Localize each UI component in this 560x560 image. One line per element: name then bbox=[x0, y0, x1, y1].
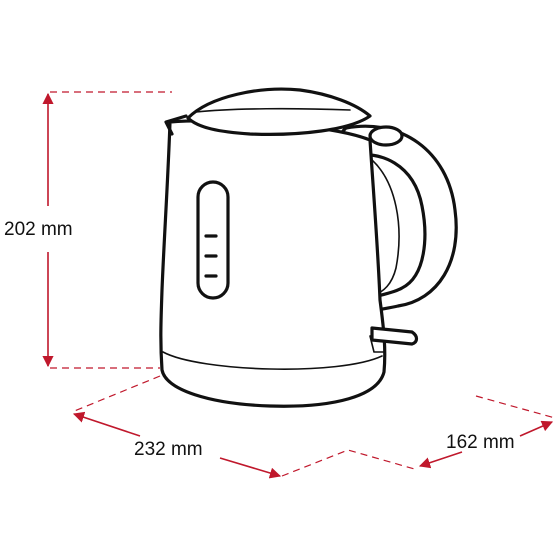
footprint-front-edge bbox=[281, 449, 419, 477]
footprint-outline bbox=[71, 375, 161, 413]
width-label: 232 mm bbox=[134, 439, 203, 460]
lid-release-button bbox=[368, 125, 404, 147]
kettle-lid-top bbox=[195, 107, 351, 113]
kettle-handle-inner-edge bbox=[371, 159, 400, 297]
water-level-window bbox=[196, 180, 230, 300]
depth-arrow-right bbox=[519, 420, 554, 437]
power-switch bbox=[370, 326, 419, 346]
depth-dimension: 162 mm bbox=[418, 420, 554, 469]
height-dimension: 202 mm bbox=[4, 92, 73, 368]
width-dimension: 232 mm bbox=[72, 411, 282, 479]
depth-label: 162 mm bbox=[446, 432, 515, 453]
height-label: 202 mm bbox=[4, 219, 73, 240]
kettle-body bbox=[159, 119, 387, 408]
depth-arrow-left bbox=[418, 451, 463, 469]
footprint-right-edge bbox=[475, 395, 556, 419]
width-arrow-right bbox=[219, 457, 282, 479]
power-switch-mount bbox=[369, 335, 385, 353]
kettle-lid bbox=[186, 87, 372, 136]
kettle-base-band bbox=[162, 351, 383, 370]
width-arrow-left bbox=[72, 411, 141, 437]
kettle-spout bbox=[164, 114, 188, 136]
dimension-guides bbox=[50, 91, 556, 477]
kettle-illustration bbox=[159, 87, 458, 408]
